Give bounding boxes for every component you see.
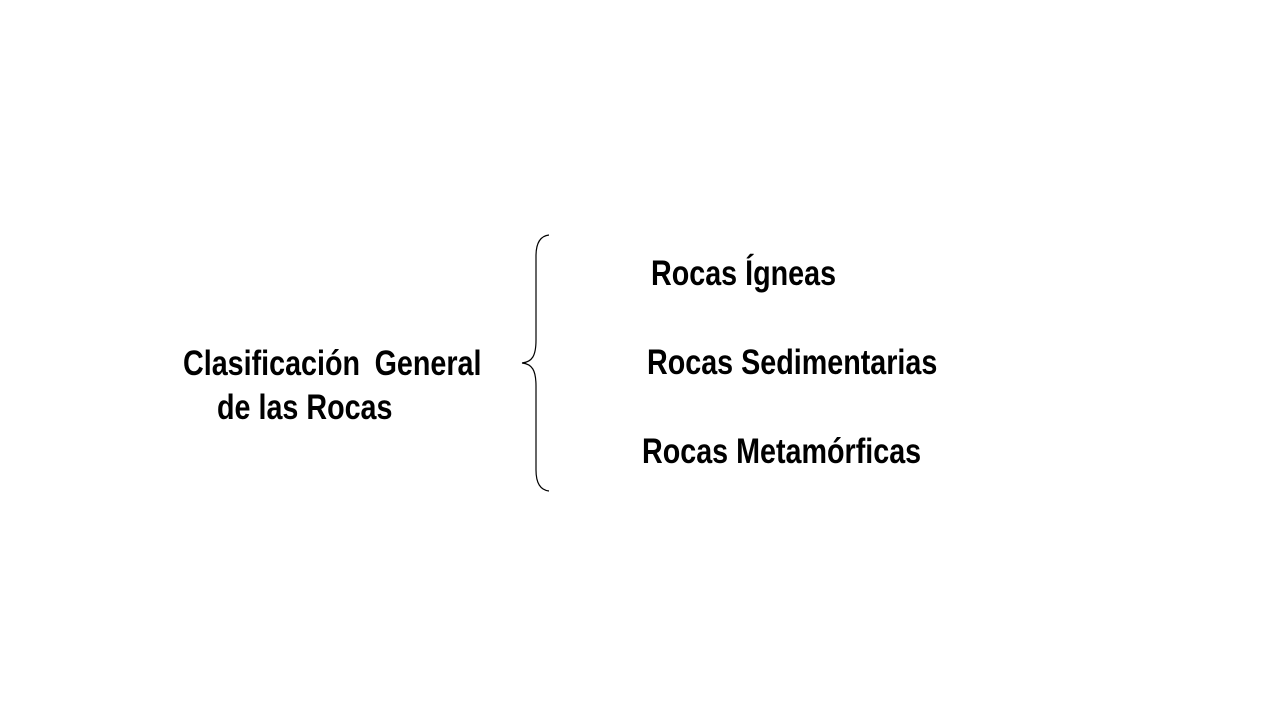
branch-label-sedimentary: Rocas Sedimentarias (647, 343, 938, 382)
root-label-line-1: Clasificación General (183, 344, 482, 383)
root-label-line-2: de las Rocas (217, 388, 393, 427)
branch-label-igneous: Rocas Ígneas (651, 254, 837, 293)
curly-brace-path (521, 234, 550, 492)
branch-label-metamorphic: Rocas Metamórficas (642, 432, 922, 471)
